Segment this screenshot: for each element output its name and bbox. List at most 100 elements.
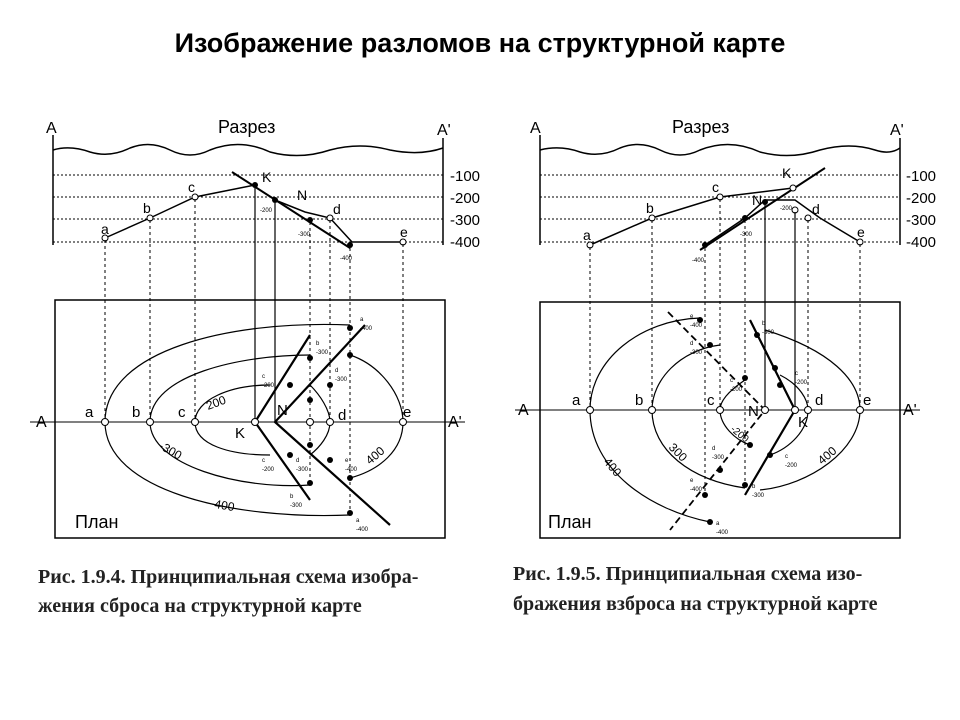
left-ground-surface — [52, 143, 444, 157]
svg-text:-400: -400 — [345, 467, 358, 473]
left-sec-point-c: c — [188, 179, 195, 195]
right-section-label: Разрез — [672, 117, 729, 137]
svg-text:-400: -400 — [690, 323, 703, 329]
svg-text:-300: -300 — [290, 503, 303, 509]
left-fault-trace-downthrown — [273, 324, 391, 526]
right-depth-200: -200 — [906, 190, 936, 207]
right-sec-mark-400: -400 — [692, 258, 705, 264]
left-fraction-labels: a-400 b-300 c-200 d-300 c-200 d-300 e-40… — [262, 317, 373, 533]
svg-text:-300: -300 — [316, 350, 329, 356]
right-section-A-prime-label: A' — [890, 122, 904, 139]
left-caption-line1: Рис. 1.9.4. Принципиальная схема изобра- — [38, 566, 418, 588]
svg-text:e: e — [690, 478, 694, 484]
right-plan-axis-points — [586, 406, 864, 414]
right-plan-label: План — [548, 512, 591, 532]
left-sec-mark-200: -200 — [260, 208, 273, 214]
svg-text:b: b — [762, 321, 766, 327]
left-projection-lines — [104, 199, 404, 515]
svg-text:-200: -200 — [262, 467, 275, 473]
right-plan-point-N: N — [748, 403, 759, 420]
right-projection-lines — [589, 199, 861, 495]
left-depth-400: -400 — [450, 234, 480, 251]
left-sec-point-b: b — [143, 200, 151, 216]
left-plan-A-label: A — [36, 414, 47, 431]
left-section — [52, 135, 444, 245]
svg-text:c: c — [262, 458, 265, 464]
left-sec-point-e: e — [400, 224, 408, 240]
left-section-A-label: A — [46, 120, 57, 137]
svg-text:c: c — [795, 371, 798, 377]
right-plan-A-prime-label: A' — [903, 402, 917, 419]
svg-text:d: d — [712, 446, 715, 452]
right-plan-point-K: K — [798, 414, 808, 431]
right-caption-line1: Рис. 1.9.5. Принципиальная схема изо- — [513, 563, 862, 585]
left-section-A-prime-label: A' — [437, 122, 451, 139]
right-depth-400: -400 — [906, 234, 936, 251]
right-plan-point-e: e — [863, 392, 871, 409]
left-contour-label-200: 200 — [204, 393, 228, 413]
right-fault-section — [699, 167, 826, 251]
left-plan-point-c: c — [178, 404, 186, 421]
right-sec-point-c: c — [712, 179, 719, 195]
left-sec-mark-400: -400 — [340, 256, 353, 262]
left-plan-point-d: d — [338, 407, 346, 424]
right-fault-projection — [764, 204, 796, 410]
left-contour-label-400: -400 — [209, 496, 235, 514]
left-fault-projection — [254, 188, 276, 422]
left-depth-100: -100 — [450, 168, 480, 185]
right-sec-point-b: b — [646, 200, 654, 216]
svg-text:a: a — [356, 518, 360, 524]
svg-text:-300: -300 — [296, 467, 309, 473]
left-depth-300: -300 — [450, 212, 480, 229]
left-sec-point-K: K — [262, 169, 272, 185]
left-sec-point-d: d — [333, 201, 341, 217]
svg-text:-400: -400 — [356, 527, 369, 533]
svg-text:-200: -200 — [785, 463, 798, 469]
right-fault-trace-dashed — [667, 311, 767, 531]
right-ground-surface — [539, 143, 901, 157]
left-depth-200: -200 — [450, 190, 480, 207]
right-fraction-labels: e-400 d-300 b-300 c-200 c-200 c-200 d-30… — [690, 314, 808, 536]
svg-text:d: d — [296, 458, 299, 464]
right-section-A-label: A — [530, 120, 541, 137]
svg-text:-200: -200 — [730, 387, 743, 393]
right-sec-point-K: K — [782, 165, 792, 181]
svg-text:-300: -300 — [690, 350, 703, 356]
right-fault-traces-hidden — [667, 311, 767, 531]
left-caption-line2: жения сброса на структурной карте — [38, 595, 362, 617]
right-sec-point-a: a — [583, 227, 591, 243]
right-plan-point-c: c — [707, 392, 715, 409]
svg-text:b: b — [752, 484, 756, 490]
svg-text:c: c — [730, 378, 733, 384]
right-horizon — [589, 187, 861, 246]
right-sec-point-d: d — [812, 201, 820, 217]
right-plan-point-b: b — [635, 392, 643, 409]
svg-text:-200: -200 — [262, 383, 275, 389]
svg-text:e: e — [345, 458, 349, 464]
svg-text:-300: -300 — [712, 455, 725, 461]
svg-text:-400: -400 — [716, 530, 729, 536]
right-plan-point-a: a — [572, 392, 581, 409]
right-plan-point-d: d — [815, 392, 823, 409]
right-section — [539, 135, 901, 245]
left-section-fault-points — [252, 182, 353, 248]
left-plan-point-N: N — [277, 402, 288, 419]
svg-text:e: e — [690, 314, 694, 320]
left-contour-label-300: -300 — [157, 438, 185, 462]
left-sec-point-N: N — [297, 187, 307, 203]
svg-text:-300: -300 — [762, 330, 775, 336]
right-section-fault-points — [702, 199, 768, 248]
right-depth-100: -100 — [906, 168, 936, 185]
left-contour-200 — [194, 384, 271, 456]
right-sec-point-e: e — [857, 224, 865, 240]
left-sec-mark-300: -300 — [298, 232, 311, 238]
left-plan-point-b: b — [132, 404, 140, 421]
right-plan-frame — [539, 301, 901, 539]
svg-text:b: b — [290, 494, 294, 500]
svg-text:c: c — [785, 454, 788, 460]
left-plan-point-e: e — [403, 404, 411, 421]
left-fault-trace-points — [287, 325, 353, 516]
right-contour-label-right-400: 400 — [815, 443, 840, 467]
left-plan-axis-points — [101, 418, 407, 426]
